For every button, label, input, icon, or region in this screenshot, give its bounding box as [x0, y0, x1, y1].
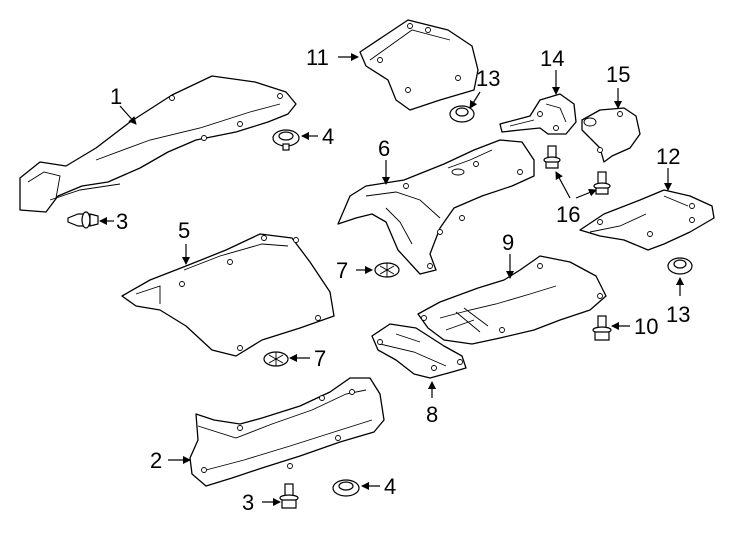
part-4-grommet-lower[interactable]	[332, 479, 360, 497]
callout-13-upper: 13	[476, 66, 500, 91]
callout-11: 11	[306, 45, 329, 70]
callout-13-right: 13	[666, 302, 690, 327]
part-1-heat-shield[interactable]	[19, 75, 297, 213]
callout-7-lower: 7	[314, 346, 326, 371]
part-3-bolt-upper[interactable]	[67, 211, 99, 229]
callout-12: 12	[656, 144, 680, 169]
callout-7-upper: 7	[336, 258, 348, 283]
callout-9: 9	[502, 230, 514, 255]
leader-lines	[99, 53, 684, 506]
part-3-bolt-lower[interactable]	[279, 483, 299, 509]
callout-3-lower: 3	[242, 490, 254, 515]
callout-4-lower: 4	[384, 474, 396, 499]
part-2-heat-shield[interactable]	[189, 377, 385, 487]
part-13-grommet-right[interactable]	[667, 257, 693, 275]
part-6-heat-shield[interactable]	[337, 139, 535, 275]
callout-2: 2	[150, 448, 162, 473]
part-9-heat-shield[interactable]	[417, 255, 607, 345]
callout-3-upper: 3	[116, 209, 128, 234]
callout-4-upper: 4	[322, 124, 334, 149]
part-16-bolt-left[interactable]	[543, 145, 561, 169]
callout-5: 5	[178, 218, 190, 243]
part-16-bolt-right[interactable]	[593, 171, 611, 195]
callout-6: 6	[378, 136, 390, 161]
part-15-heat-shield[interactable]	[581, 107, 641, 163]
part-12-heat-shield[interactable]	[579, 189, 715, 251]
part-11-heat-shield[interactable]	[359, 19, 479, 111]
part-4-grommet-upper[interactable]	[272, 129, 300, 151]
callout-14: 14	[540, 46, 564, 71]
callout-labels: 1 2 3 3 4 4 5 6 7 7 8 9 10 11 12 13 13 1…	[110, 45, 690, 515]
part-8-bracket[interactable]	[371, 323, 467, 379]
part-14-bracket[interactable]	[499, 93, 577, 135]
callout-16: 16	[556, 202, 580, 227]
part-5-heat-shield[interactable]	[121, 233, 335, 357]
callout-10: 10	[634, 314, 658, 339]
part-7-clip-lower[interactable]	[263, 351, 289, 367]
callout-15: 15	[606, 62, 630, 87]
part-10-bolt[interactable]	[592, 315, 612, 341]
callout-1: 1	[110, 84, 122, 109]
callout-8: 8	[426, 402, 438, 427]
part-7-clip-upper[interactable]	[374, 262, 400, 278]
part-13-grommet-upper[interactable]	[449, 105, 475, 123]
